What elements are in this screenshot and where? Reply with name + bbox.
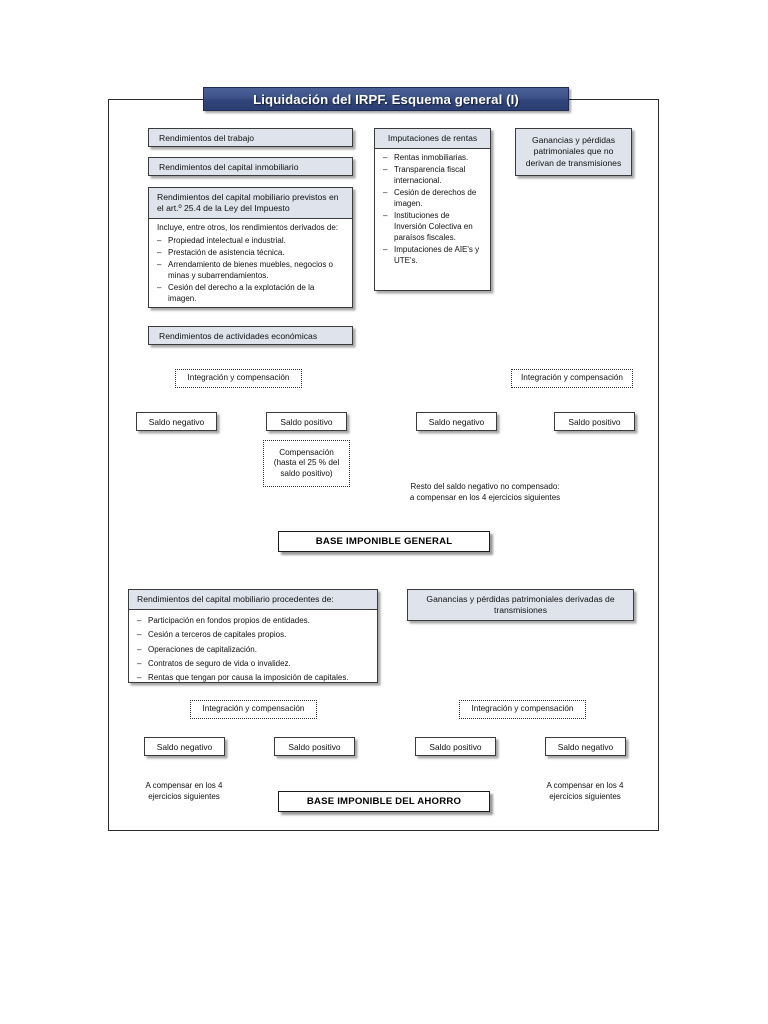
compensacion-line-2: (hasta el 25 % del — [273, 458, 340, 468]
label: Integración y compensación — [471, 704, 574, 714]
box-ganancias-perdidas-no-transmisiones: Ganancias y pérdidas patrimoniales que n… — [515, 128, 632, 176]
composite-list: Propiedad intelectual e industrial. Pres… — [157, 236, 344, 305]
box-rendimientos-capital-mobiliario-ahorro: Rendimientos del capital mobiliario proc… — [128, 589, 378, 684]
box-imputaciones-de-rentas: Imputaciones de rentas Rentas inmobiliar… — [374, 128, 491, 291]
label: Integración y compensación — [521, 373, 623, 383]
list-item: Rentas inmobiliarias. — [383, 153, 482, 164]
saldo-negativo-general-right: Saldo negativo — [416, 412, 497, 431]
base-imponible-general-box: BASE IMPONIBLE GENERAL — [278, 531, 490, 552]
list-item: Rentas que tengan por causa la imposició… — [137, 673, 369, 684]
list-item: Instituciones de Inversión Colectiva en … — [383, 211, 482, 243]
label: Saldo positivo — [568, 416, 621, 427]
list-item: Participación en fondos propios de entid… — [137, 616, 369, 627]
note-line-1: Resto del saldo negativo no compensado: — [410, 482, 560, 491]
list-item: Cesión del derecho a la explotación de l… — [157, 283, 344, 305]
label: Saldo negativo — [156, 741, 213, 752]
base-imponible-ahorro-box: BASE IMPONIBLE DEL AHORRO — [278, 791, 490, 812]
label: BASE IMPONIBLE GENERAL — [315, 536, 453, 547]
label: Saldo positivo — [280, 416, 333, 427]
compensacion-line-3: saldo positivo) — [280, 468, 333, 478]
compensacion-box: Compensación (hasta el 25 % del saldo po… — [263, 440, 350, 487]
saldo-positivo-ahorro-2: Saldo positivo — [274, 737, 355, 756]
label: Saldo positivo — [288, 741, 341, 752]
composite-header: Rendimientos del capital mobiliario proc… — [129, 590, 377, 610]
note-compensar-left: A compensar en los 4 ejercicios siguient… — [124, 781, 244, 803]
note-compensar-right: A compensar en los 4 ejercicios siguient… — [525, 781, 645, 803]
label: Saldo positivo — [429, 741, 482, 752]
label: Saldo negativo — [428, 416, 485, 427]
saldo-positivo-ahorro-3: Saldo positivo — [415, 737, 496, 756]
list-item: Operaciones de capitalización. — [137, 645, 369, 656]
saldo-positivo-general-left: Saldo positivo — [266, 412, 347, 431]
label: Integración y compensación — [187, 373, 290, 383]
box-label: Rendimientos de actividades económicas — [159, 330, 318, 341]
list-item: Prestación de asistencia técnica. — [157, 248, 344, 259]
composite-body: Incluye, entre otros, los rendimientos d… — [149, 219, 352, 311]
note-line-1: A compensar en los 4 — [145, 781, 223, 790]
list-item: Propiedad intelectual e industrial. — [157, 236, 344, 247]
box-ganancias-perdidas-transmisiones: Ganancias y pérdidas patrimoniales deriv… — [407, 589, 634, 621]
label: Saldo negativo — [557, 741, 614, 752]
page-title: Liquidación del IRPF. Esquema general (I… — [253, 91, 519, 107]
integracion-compensacion-right-bottom: Integración y compensación — [459, 700, 586, 719]
saldo-negativo-general-left: Saldo negativo — [136, 412, 217, 431]
list-item: Transparencia fiscal internacional. — [383, 165, 482, 187]
label: Saldo negativo — [148, 416, 205, 427]
integracion-compensacion-left-bottom: Integración y compensación — [190, 700, 317, 719]
saldo-positivo-general-right: Saldo positivo — [554, 412, 635, 431]
composite-body: Rentas inmobiliarias. Transparencia fisc… — [375, 149, 490, 272]
box-label: Rendimientos del capital inmobiliario — [159, 161, 299, 172]
compensacion-line-1: Compensación — [279, 447, 334, 457]
list-item: Cesión a terceros de capitales propios. — [137, 630, 369, 641]
label: BASE IMPONIBLE DEL AHORRO — [306, 796, 462, 807]
saldo-negativo-ahorro-4: Saldo negativo — [545, 737, 626, 756]
list-item: Contratos de seguro de vida o invalidez. — [137, 659, 369, 670]
note-line-2: ejercicios siguientes — [549, 791, 621, 801]
composite-header: Rendimientos del capital mobiliario prev… — [149, 188, 352, 219]
box-rendimientos-capital-inmobiliario: Rendimientos del capital inmobiliario — [148, 157, 353, 176]
note-line-2: ejercicios siguientes — [148, 791, 220, 801]
diagram-title-banner: Liquidación del IRPF. Esquema general (I… — [203, 87, 569, 111]
integracion-compensacion-left-top: Integración y compensación — [175, 369, 302, 388]
saldo-negativo-ahorro-1: Saldo negativo — [144, 737, 225, 756]
note-line-1: A compensar en los 4 — [546, 781, 624, 790]
box-rendimientos-capital-mobiliario-254: Rendimientos del capital mobiliario prev… — [148, 187, 353, 308]
list-item: Cesión de derechos de imagen. — [383, 188, 482, 210]
label: Integración y compensación — [202, 704, 305, 714]
box-label: Ganancias y pérdidas patrimoniales deriv… — [426, 593, 615, 615]
box-rendimientos-trabajo: Rendimientos del trabajo — [148, 128, 353, 147]
note-line-2: a compensar en los 4 ejercicios siguient… — [409, 492, 561, 502]
list-item: Arrendamiento de bienes muebles, negocio… — [157, 260, 344, 282]
composite-header: Imputaciones de rentas — [375, 129, 490, 149]
box-label: Ganancias y pérdidas patrimoniales que n… — [525, 135, 622, 168]
integracion-compensacion-right-top: Integración y compensación — [511, 369, 633, 388]
box-rendimientos-actividades-economicas: Rendimientos de actividades económicas — [148, 326, 353, 345]
box-label: Rendimientos del trabajo — [159, 132, 255, 143]
composite-list: Rentas inmobiliarias. Transparencia fisc… — [383, 153, 482, 267]
list-item: Imputaciones de AIE's y UTE's. — [383, 245, 482, 267]
composite-list: Participación en fondos propios de entid… — [137, 616, 369, 684]
composite-body: Participación en fondos propios de entid… — [129, 610, 377, 691]
composite-intro: Incluye, entre otros, los rendimientos d… — [157, 223, 338, 232]
resto-saldo-negativo-note: Resto del saldo negativo no compensado: … — [385, 482, 585, 504]
